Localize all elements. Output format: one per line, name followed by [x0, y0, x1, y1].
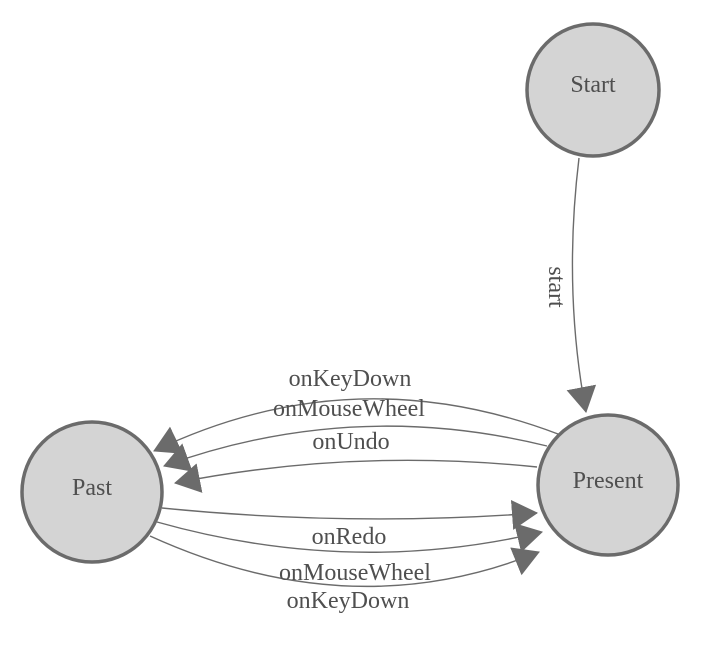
edge-past-to-present-onredo [161, 499, 538, 530]
edge-present-to-past-onmousewheel [163, 425, 548, 472]
edge-label-onundo: onUndo [312, 429, 389, 455]
state-node-start-label: Start [570, 72, 616, 98]
edge-past-to-present-onkeydown [149, 535, 540, 587]
state-node-present-label: Present [573, 468, 644, 494]
edge-present-to-past-onundo [174, 459, 538, 493]
state-node-start-circle[interactable] [525, 22, 661, 158]
edge-label-onkeydown-bottom: onKeyDown [287, 588, 410, 614]
state-node-present-circle[interactable] [536, 413, 680, 557]
edge-label-onmousewheel-bottom: onMouseWheel [279, 560, 431, 586]
edge-past-to-present-onmousewheel [156, 521, 543, 553]
state-node-present[interactable]: Present [536, 413, 680, 557]
edge-label-onkeydown-top: onKeyDown [289, 366, 412, 392]
state-node-past-label: Past [72, 475, 112, 501]
edge-present-to-past-onkeydown [153, 398, 559, 454]
edge-start-to-present [566, 157, 597, 413]
state-node-start[interactable]: Start [525, 22, 661, 158]
state-node-past-circle[interactable] [20, 420, 164, 564]
edge-label-start: start [543, 266, 569, 308]
state-node-past[interactable]: Past [20, 420, 164, 564]
edge-label-onredo: onRedo [312, 524, 387, 550]
edge-label-onmousewheel-top: onMouseWheel [273, 396, 425, 422]
